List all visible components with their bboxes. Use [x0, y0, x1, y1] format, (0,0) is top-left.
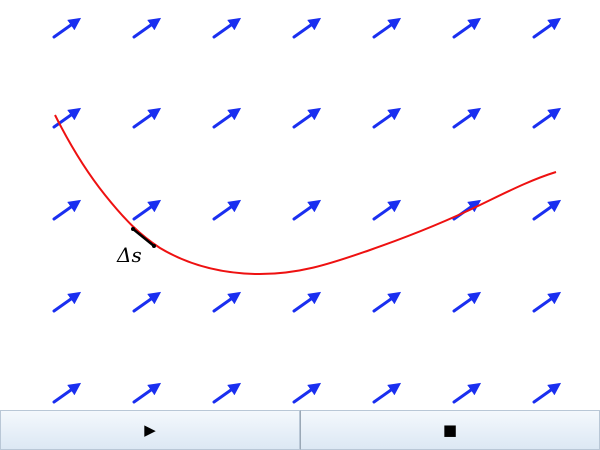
vector-arrow [212, 382, 242, 404]
vector-arrow [52, 17, 82, 39]
vector-arrow [452, 382, 482, 404]
vector-arrow [372, 17, 402, 39]
vector-arrow [532, 199, 562, 221]
vector-arrow [532, 291, 562, 313]
vector-arrow [532, 107, 562, 129]
vector-arrow [132, 199, 162, 221]
vector-arrow [212, 199, 242, 221]
vector-arrow [452, 291, 482, 313]
vector-arrow [372, 382, 402, 404]
vector-arrow [452, 107, 482, 129]
vector-arrow [52, 382, 82, 404]
vector-field-canvas: Δs [52, 17, 562, 404]
vector-arrow [132, 107, 162, 129]
vector-field [52, 17, 562, 404]
vector-arrow [292, 17, 322, 39]
stop-icon: ■ [442, 421, 458, 439]
vector-arrow [292, 199, 322, 221]
vector-arrow [532, 17, 562, 39]
vector-arrow [132, 382, 162, 404]
vector-arrow [292, 107, 322, 129]
playback-toolbar: ▶ ■ [0, 410, 600, 450]
delta-s-segment [131, 227, 156, 248]
vector-arrow [132, 17, 162, 39]
vector-arrow [212, 291, 242, 313]
vector-arrow [212, 107, 242, 129]
vector-arrow [532, 382, 562, 404]
vector-arrow [52, 291, 82, 313]
vector-arrow [52, 199, 82, 221]
play-icon: ▶ [144, 421, 156, 439]
vector-arrow [372, 199, 402, 221]
vector-arrow [372, 107, 402, 129]
vector-arrow [132, 291, 162, 313]
delta-s-label: Δs [116, 243, 142, 267]
vector-arrow [292, 291, 322, 313]
stop-button[interactable]: ■ [300, 410, 600, 450]
vector-arrow [372, 291, 402, 313]
vector-arrow [52, 107, 82, 129]
vector-arrow [452, 17, 482, 39]
play-button[interactable]: ▶ [0, 410, 300, 450]
path-curve [54, 114, 557, 276]
vector-arrow [292, 382, 322, 404]
vector-arrow [212, 17, 242, 39]
